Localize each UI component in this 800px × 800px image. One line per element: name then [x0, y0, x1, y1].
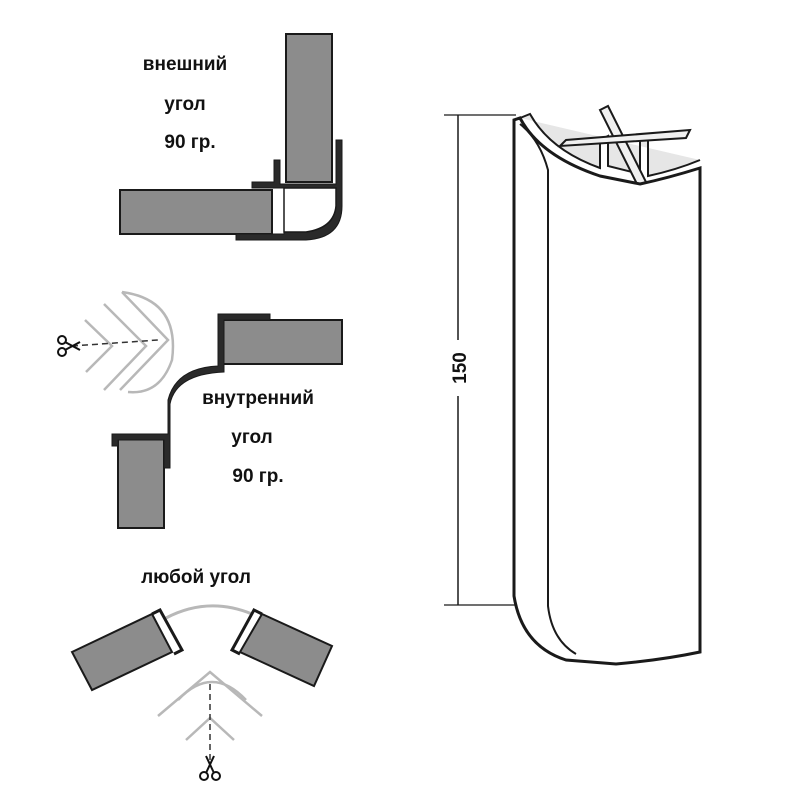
any-angle-right-panel [238, 612, 334, 688]
outer-corner-label-line2: угол [164, 94, 205, 115]
scissors-icon [57, 335, 81, 357]
dimension-value: 150 [450, 352, 471, 384]
scissors-icon [199, 755, 221, 781]
inner-corner-label-line3: 90 гр. [232, 466, 283, 487]
any-angle-right-profile [229, 608, 263, 656]
outer-corner-label-line3: 90 гр. [164, 132, 215, 153]
inner-horizontal-panel [221, 319, 343, 365]
outer-horizontal-panel [119, 189, 273, 235]
any-angle-illustration: любой угол [70, 567, 334, 781]
inner-vertical-panel [117, 437, 165, 529]
inner-corner-label-line1: внутренний [202, 388, 314, 409]
outer-corner-illustration: внешний угол 90 гр. [119, 33, 343, 241]
any-angle-arc [165, 604, 253, 620]
profile-3d-view: 150 [444, 104, 702, 666]
profile-body [512, 116, 702, 666]
profile-front-curve [519, 123, 577, 655]
outer-vertical-panel [285, 33, 333, 183]
outer-profile-inner [283, 187, 337, 233]
any-angle-label: любой угол [141, 567, 251, 588]
any-angle-left-profile [151, 608, 185, 656]
inner-corner-profile [111, 313, 271, 469]
inner-cut-template [84, 290, 175, 394]
inner-cut-line [71, 339, 159, 347]
outer-corner-label-line1: внешний [143, 54, 227, 75]
dimension-label-bg [446, 340, 470, 396]
any-angle-left-panel [70, 612, 174, 692]
inner-corner-illustration: внутренний угол 90 гр. [57, 290, 343, 529]
inner-corner-label-line2: угол [231, 427, 272, 448]
profile-rib-b [557, 128, 692, 148]
